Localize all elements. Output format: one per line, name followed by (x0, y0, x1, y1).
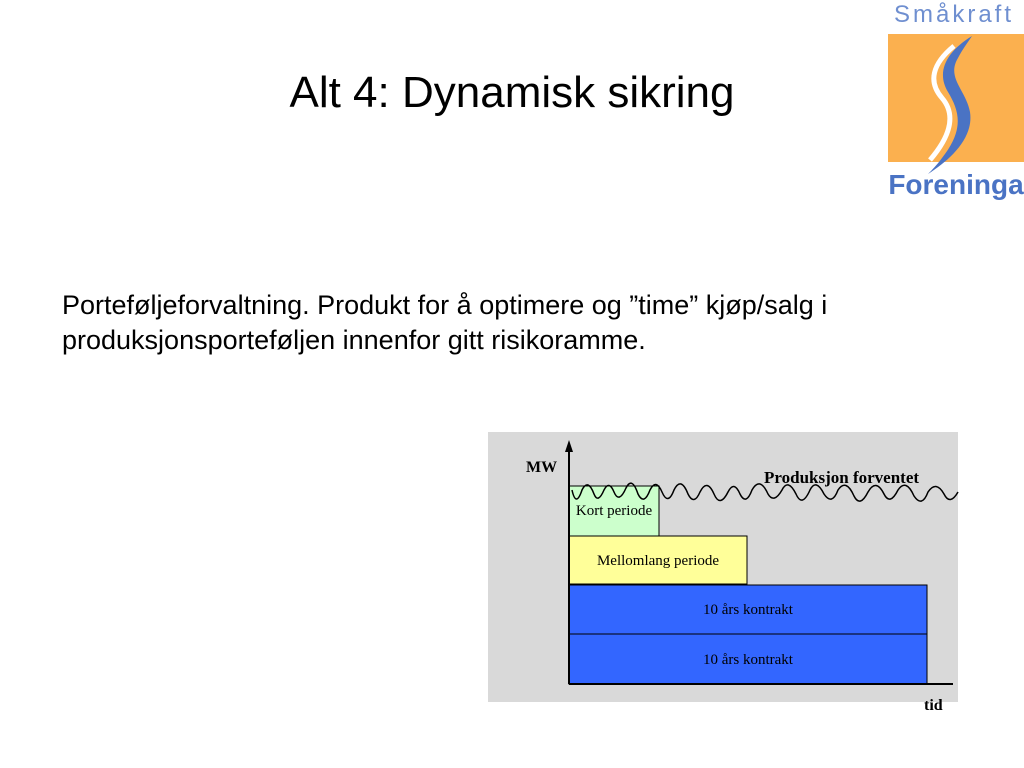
box-label-mellomlang-periode: Mellomlang periode (596, 552, 720, 569)
box-label-kort-periode: Kort periode (575, 503, 653, 520)
y-axis-arrow (565, 440, 573, 452)
production-wave (571, 482, 959, 502)
box-kort-periode (568, 485, 660, 537)
logo-s-swoosh (928, 36, 972, 174)
slide-title: Alt 4: Dynamisk sikring (289, 68, 735, 117)
svg-text:Foreninga: Foreninga (888, 169, 1024, 200)
smakraft-logo: Småkraft Foreninga (888, 1, 1024, 200)
production-label: Produksjon forventet (764, 468, 920, 487)
svg-text:Småkraft: Småkraft (894, 1, 1014, 28)
slide-body-text: Porteføljeforvaltning. Produkt for å opt… (62, 290, 828, 356)
box-10-ars-kontrakt-2 (568, 633, 928, 685)
y-axis-label: MW (526, 459, 558, 476)
diagram-shapes (565, 440, 959, 685)
box-label-10-ars-kontrakt-1: 10 års kontrakt (703, 602, 793, 618)
box-label-10-ars-kontrakt-2: 10 års kontrakt (703, 651, 793, 668)
x-axis-label: tid (924, 697, 943, 714)
